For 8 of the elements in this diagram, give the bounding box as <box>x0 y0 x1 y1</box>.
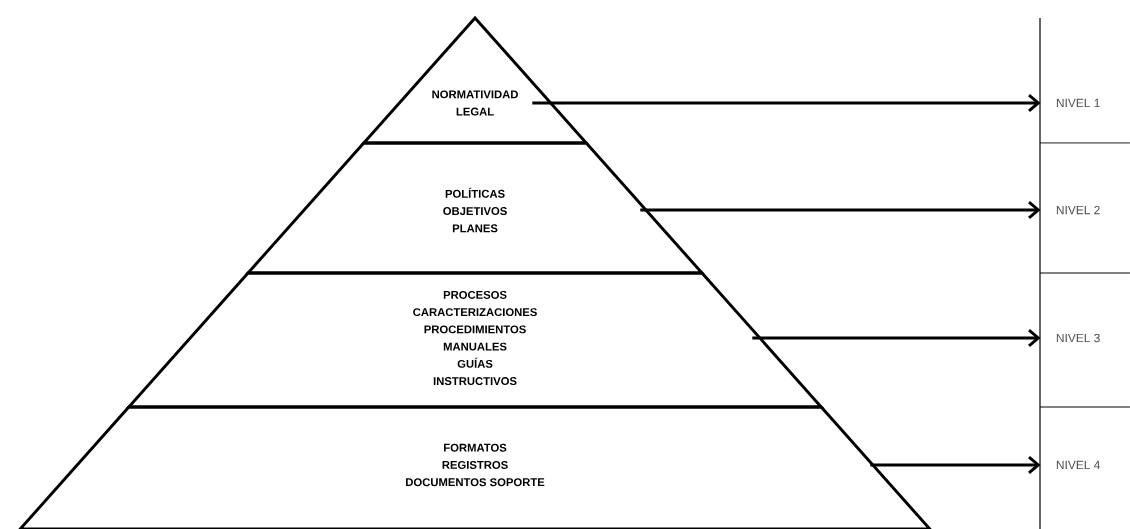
level-label: NIVEL 4 <box>1056 460 1100 470</box>
level-label: NIVEL 1 <box>1056 98 1100 108</box>
level-label: NIVEL 2 <box>1056 205 1100 215</box>
arrow <box>870 455 1041 475</box>
level-label: NIVEL 3 <box>1056 333 1100 343</box>
arrow <box>532 93 1041 113</box>
arrow <box>640 200 1041 220</box>
arrow <box>752 328 1041 348</box>
